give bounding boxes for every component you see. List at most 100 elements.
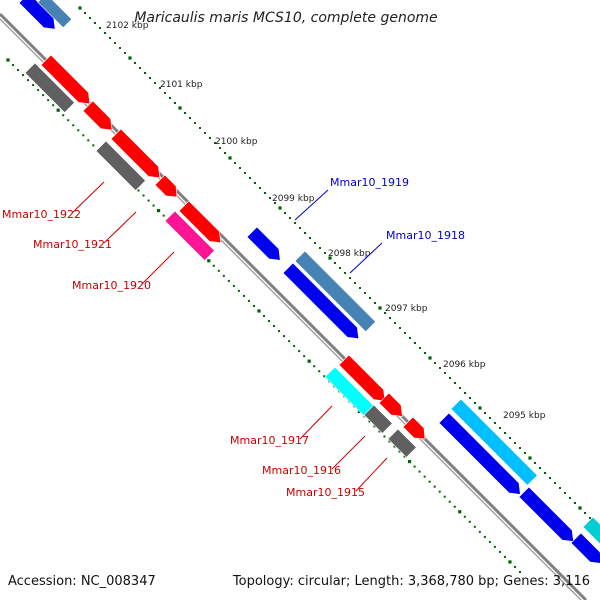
tick-dot — [514, 442, 516, 444]
gene-arrow[interactable] — [402, 416, 426, 440]
gene-arrow[interactable] — [246, 226, 281, 261]
tick-dot — [87, 139, 90, 142]
tick-dot — [17, 69, 20, 72]
gene-label[interactable]: Mmar10_1922 — [2, 208, 81, 221]
gene-label-leader — [294, 189, 329, 221]
tick-dot — [239, 167, 241, 169]
tick-dot — [428, 480, 431, 483]
tick-dot — [234, 162, 236, 164]
tick-dot — [407, 459, 412, 464]
gene-arrow[interactable] — [518, 486, 574, 542]
tick-dot — [174, 102, 176, 104]
kbp-label: 2100 kbp — [215, 137, 258, 147]
gene-arrow[interactable] — [24, 62, 75, 113]
tick-dot — [212, 264, 215, 267]
tick-dot — [383, 435, 386, 438]
tick-dot — [99, 27, 101, 29]
tick-dot — [119, 47, 121, 49]
kbp-label: 2099 kbp — [272, 194, 315, 204]
tick-dot — [309, 237, 311, 239]
tick-dot — [508, 560, 512, 564]
tick-dot — [444, 372, 446, 374]
tick-dot — [393, 445, 396, 448]
gene-arrow[interactable] — [387, 428, 417, 458]
gene-label[interactable]: Mmar10_1919 — [330, 176, 409, 189]
gene-label[interactable]: Mmar10_1921 — [33, 238, 112, 251]
kbp-label: 2095 kbp — [503, 411, 546, 421]
tick-dot — [499, 427, 501, 429]
tick-dot — [539, 467, 541, 469]
gene-arrow[interactable] — [294, 250, 377, 333]
tick-dot — [469, 397, 471, 399]
gene-arrow[interactable] — [450, 398, 538, 486]
tick-dot — [227, 279, 230, 282]
tick-dot — [433, 485, 436, 488]
tick-dot — [488, 540, 491, 543]
tick-dot — [399, 327, 401, 329]
tick-dot — [349, 277, 351, 279]
tick-dot — [454, 382, 456, 384]
gene-arrow[interactable] — [178, 200, 222, 244]
tick-dot — [32, 84, 35, 87]
tick-dot — [6, 58, 10, 62]
gene-label[interactable]: Mmar10_1915 — [286, 486, 365, 499]
tick-dot — [334, 262, 336, 264]
tick-dot — [458, 510, 462, 514]
tick-dot — [298, 350, 301, 353]
gene-arrow[interactable] — [95, 140, 146, 191]
gene-arrow[interactable] — [438, 412, 521, 495]
gene-arrow[interactable] — [570, 532, 600, 564]
tick-dot — [504, 432, 506, 434]
tick-dot — [394, 322, 396, 324]
tick-dot — [84, 12, 86, 14]
tick-dot — [463, 515, 466, 518]
gene-arrow[interactable] — [110, 128, 161, 179]
tick-dot — [278, 330, 281, 333]
tick-dot — [524, 452, 526, 454]
tick-dot — [92, 144, 95, 147]
gene-label[interactable]: Mmar10_1917 — [230, 434, 309, 447]
gene-arrow[interactable] — [164, 210, 215, 261]
tick-dot — [56, 108, 60, 112]
kbp-label: 2101 kbp — [160, 80, 203, 90]
tick-dot — [288, 340, 291, 343]
tick-dot — [259, 187, 261, 189]
tick-dot — [264, 192, 266, 194]
gene-arrow[interactable] — [40, 54, 91, 105]
tick-dot — [293, 345, 296, 348]
tick-dot — [217, 269, 220, 272]
tick-dot — [104, 32, 106, 34]
gene-label[interactable]: Mmar10_1920 — [72, 279, 151, 292]
tick-dot — [378, 430, 381, 433]
tick-dot — [139, 67, 141, 69]
tick-dot — [178, 106, 182, 110]
tick-dot — [374, 302, 376, 304]
tick-dot — [418, 470, 421, 473]
gene-arrow[interactable] — [282, 262, 360, 340]
gene-arrow[interactable] — [582, 516, 600, 548]
gene-arrow[interactable] — [82, 100, 113, 131]
tick-dot — [519, 447, 521, 449]
gene-label-leader — [331, 435, 366, 470]
gene-arrow[interactable] — [363, 404, 393, 434]
tick-dot — [319, 247, 321, 249]
tick-dot — [468, 520, 471, 523]
tick-dot — [439, 367, 441, 369]
gene-arrow[interactable] — [37, 0, 73, 29]
tick-dot — [478, 406, 482, 410]
tick-dot — [384, 312, 386, 314]
gene-label[interactable]: Mmar10_1918 — [386, 229, 465, 242]
gene-arrow[interactable] — [378, 392, 403, 417]
tick-dot — [142, 194, 145, 197]
gene-arrow[interactable] — [338, 354, 386, 402]
tick-dot — [47, 99, 50, 102]
tick-dot — [373, 425, 376, 428]
tick-dot — [498, 550, 501, 553]
kbp-label: 2097 kbp — [385, 304, 428, 314]
gene-label[interactable]: Mmar10_1916 — [262, 464, 341, 477]
tick-dot — [438, 490, 441, 493]
genome-summary-text: Topology: circular; Length: 3,368,780 bp… — [232, 574, 590, 589]
tick-dot — [94, 22, 96, 24]
tick-dot — [294, 222, 296, 224]
gene-arrow[interactable] — [154, 174, 178, 198]
